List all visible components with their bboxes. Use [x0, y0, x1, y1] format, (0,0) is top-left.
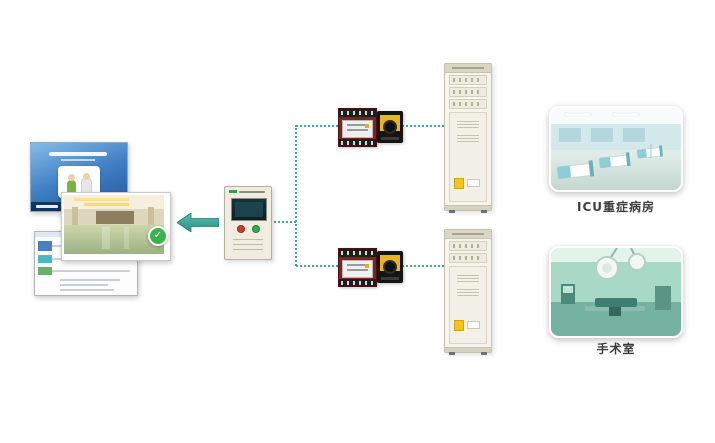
panel-display: [231, 198, 267, 221]
vent-grille: [457, 135, 479, 144]
figure-icon: [67, 174, 76, 195]
cabinet-foot: [481, 352, 487, 355]
slide-subtitle-bar: [61, 159, 95, 161]
vent-grille: [457, 275, 479, 284]
operating-room-graphic: [551, 248, 681, 336]
ats-switch-icu: [338, 108, 377, 147]
brand-logo: [229, 190, 237, 193]
monitor-terminal-panel: [224, 186, 272, 260]
icu-room-label: ICU重症病房: [576, 200, 656, 214]
terminal-block: [339, 139, 376, 146]
device-base: [381, 137, 399, 140]
vent-grille: [457, 121, 479, 130]
vent-grille: [457, 289, 479, 298]
operating-room-photo: [549, 246, 683, 338]
vent-slot: [233, 239, 263, 240]
cabinet-foot: [449, 352, 455, 355]
icu-room-photo: [549, 106, 683, 192]
cabinet-base: [445, 347, 491, 352]
cabinet-foot: [449, 210, 455, 213]
vent-slot: [233, 244, 263, 245]
flow-arrow-icon: [177, 213, 219, 232]
ats-switch-or: [338, 248, 377, 287]
operating-room-label: 手术室: [596, 342, 636, 356]
logo-bar: [36, 205, 58, 208]
start-button: [252, 225, 260, 233]
connector-trunk-vertical: [295, 125, 297, 266]
cabinet-foot: [481, 210, 487, 213]
slide-title-bar: [49, 152, 107, 156]
connector-branch-or: [296, 265, 338, 267]
connector-panel-junction: [270, 221, 296, 223]
connector-branch-icu: [296, 125, 338, 127]
name-tag: [467, 179, 480, 187]
connector-or-devices-cabinet: [402, 265, 444, 267]
breaker-row: [449, 241, 487, 251]
check-icon: ✓: [148, 226, 168, 246]
monitor-screen-hall-photo: [61, 192, 171, 261]
terminal-block: [339, 279, 376, 286]
power-cabinet-icu: [444, 63, 492, 213]
vent-slot: [233, 249, 263, 250]
dial-knob: [383, 120, 397, 134]
isolation-module-icu: [377, 111, 403, 143]
hall-photo-graphic: [64, 195, 164, 254]
power-cabinet-or: [444, 229, 492, 355]
warning-sticker: [454, 178, 464, 189]
indicator-light: [365, 264, 369, 268]
connector-icu-devices-cabinet: [402, 125, 444, 127]
terminal-block: [339, 109, 376, 117]
device-faceplate: [342, 260, 373, 278]
warning-sticker: [454, 320, 464, 331]
device-base: [381, 277, 399, 280]
stop-button: [237, 225, 245, 233]
panel-title-bar: [239, 191, 265, 193]
cabinet-cap: [445, 64, 491, 73]
indicator-light: [365, 124, 369, 128]
cabinet-base: [445, 205, 491, 210]
breaker-row: [449, 99, 487, 109]
name-tag: [467, 321, 480, 329]
cabinet-door: [449, 112, 487, 202]
breaker-row: [449, 253, 487, 263]
terminal-block: [339, 249, 376, 257]
cabinet-door: [449, 266, 487, 344]
icu-room-graphic: [551, 108, 681, 190]
dial-knob: [383, 260, 397, 274]
breaker-row: [449, 87, 487, 97]
breaker-row: [449, 75, 487, 85]
isolation-module-or: [377, 251, 403, 283]
device-faceplate: [342, 120, 373, 138]
cabinet-cap: [445, 230, 491, 239]
